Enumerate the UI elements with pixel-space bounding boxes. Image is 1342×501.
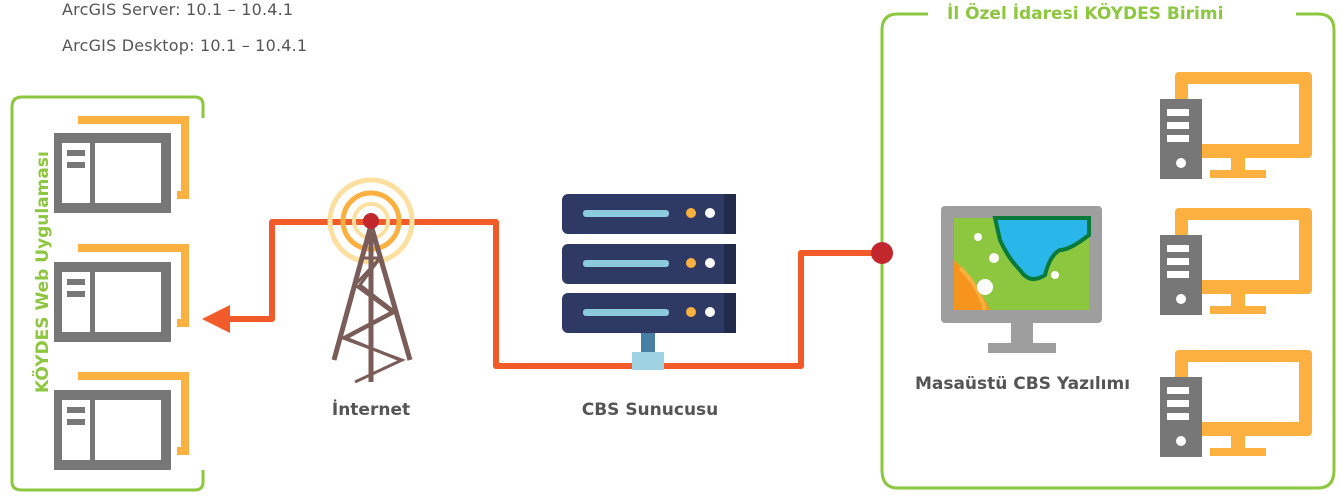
cbs-server-icon	[562, 194, 736, 370]
workstation-3	[1160, 350, 1312, 457]
left-group-title: KÖYDES Web Uygulaması	[33, 151, 53, 393]
left-group-bracket	[10, 95, 205, 492]
workstation-1	[1160, 72, 1312, 179]
connection-node	[871, 242, 893, 264]
internet-tower-icon	[327, 177, 415, 384]
right-group-title: İl Özel İdaresi KÖYDES Birimi	[941, 4, 1230, 24]
desktop-gis-monitor-icon	[941, 206, 1102, 353]
right-group-bracket	[880, 12, 1336, 490]
connection-line-left	[228, 219, 632, 369]
server-label: CBS Sunucusu	[581, 400, 719, 420]
desktop-label: Masaüstü CBS Yazılımı	[914, 374, 1131, 394]
web-client-1	[54, 116, 189, 213]
web-client-2	[54, 244, 189, 342]
desktop-version-text: ArcGIS Desktop: 10.1 – 10.4.1	[62, 36, 308, 55]
connection-line-right	[660, 250, 880, 369]
server-version-text: ArcGIS Server: 10.1 – 10.4.1	[62, 0, 294, 19]
arrow-head-icon	[202, 305, 230, 333]
internet-label: İnternet	[331, 400, 411, 420]
server-unit-3	[562, 293, 736, 333]
workstation-2	[1160, 208, 1312, 315]
web-client-3	[54, 372, 189, 470]
server-unit-2	[562, 244, 736, 284]
server-unit-1	[562, 194, 736, 234]
